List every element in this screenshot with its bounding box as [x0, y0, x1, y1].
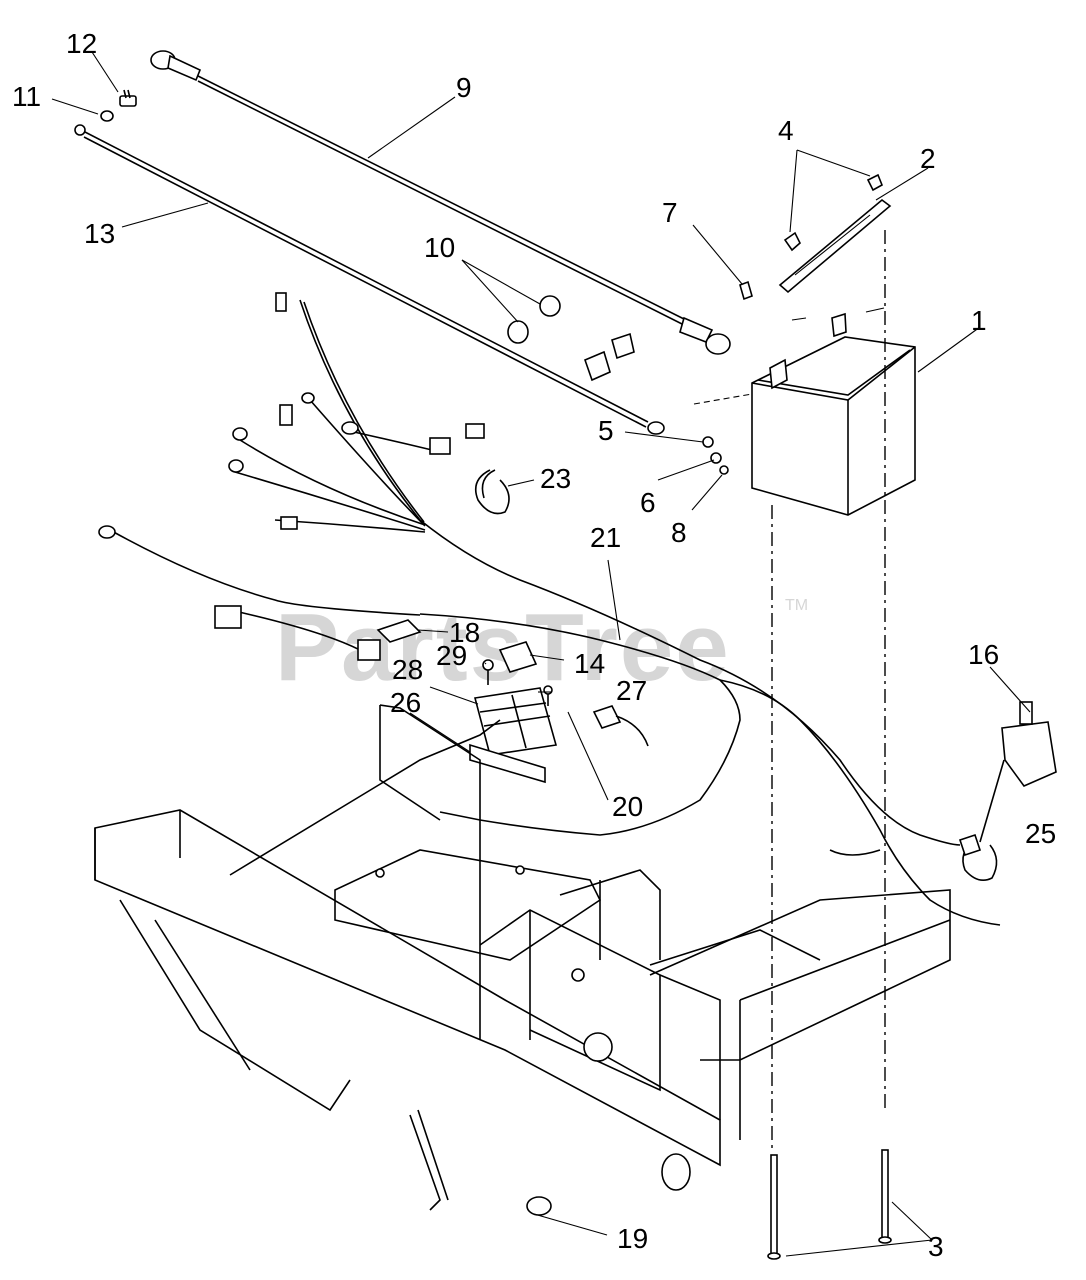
callout-29: 29: [436, 640, 467, 671]
cable-tie-23[interactable]: [474, 469, 510, 515]
connector-20[interactable]: [592, 705, 649, 747]
clip-19[interactable]: [526, 1196, 552, 1216]
hold-down-bar-2[interactable]: [778, 198, 892, 294]
hold-rods-3[interactable]: [767, 1149, 892, 1260]
harness-terminals: [98, 292, 485, 661]
callout-13: 13: [84, 218, 115, 249]
connector-14[interactable]: [498, 641, 538, 673]
battery-cable-13[interactable]: [74, 124, 665, 435]
fuse-holder-18[interactable]: [376, 619, 422, 643]
callout-10: 10: [424, 232, 455, 263]
battery-1[interactable]: [751, 312, 916, 516]
bolt-7[interactable]: [739, 280, 753, 301]
bolt-12[interactable]: [119, 89, 137, 107]
callout-20: 20: [612, 791, 643, 822]
leader-lines: [51, 51, 1031, 1257]
callout-11: 11: [12, 81, 41, 112]
callout-21: 21: [590, 522, 621, 553]
callout-12: 12: [66, 28, 97, 59]
watermark-trademark: TM: [785, 597, 808, 614]
callout-8: 8: [671, 517, 687, 548]
solenoid-16[interactable]: [958, 701, 1057, 857]
callout-26: 26: [390, 687, 421, 718]
callout-5: 5: [598, 415, 614, 446]
battery-small-bolts: [791, 307, 885, 321]
hardware-5-6-8[interactable]: [702, 436, 729, 475]
callout-4: 4: [778, 115, 794, 146]
battery-leader-dashed: [693, 393, 753, 405]
callout-18: 18: [449, 617, 480, 648]
callout-3: 3: [928, 1231, 944, 1262]
battery-cable-9[interactable]: [150, 50, 731, 355]
terminal-covers-10[interactable]: [507, 295, 635, 382]
watermark: PartsTree: [275, 594, 731, 701]
callout-27: 27: [616, 675, 647, 706]
callout-2: 2: [920, 143, 936, 174]
callout-23: 23: [540, 463, 571, 494]
bracket-26[interactable]: [469, 743, 546, 784]
callout-9: 9: [456, 72, 472, 103]
ignition-switch-28[interactable]: [474, 687, 558, 756]
wing-nuts-4[interactable]: [783, 173, 884, 252]
screw-29[interactable]: [482, 659, 494, 685]
washer-11[interactable]: [100, 110, 114, 122]
callout-7: 7: [662, 197, 678, 228]
callout-25: 25: [1025, 818, 1056, 849]
callout-6: 6: [640, 487, 656, 518]
callout-19: 19: [617, 1223, 648, 1254]
callout-1: 1: [971, 305, 987, 336]
callout-14: 14: [574, 648, 605, 679]
callout-28: 28: [392, 654, 423, 685]
callout-16: 16: [968, 639, 999, 670]
tractor-frame: [94, 704, 951, 1211]
